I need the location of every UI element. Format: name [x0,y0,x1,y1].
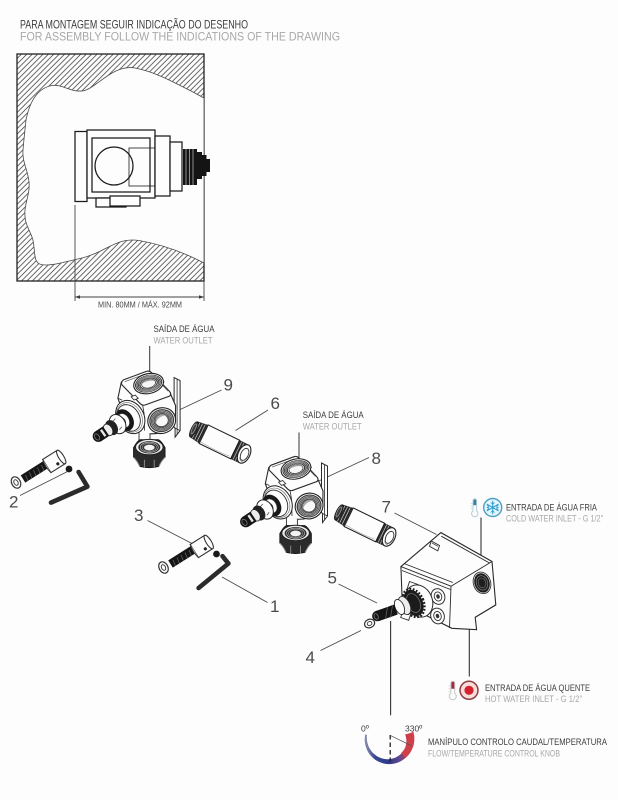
svg-text:WATER OUTLET: WATER OUTLET [303,422,362,432]
svg-text:3: 3 [134,506,143,525]
svg-text:330º: 330º [405,724,422,734]
svg-text:ENTRADA DE ÁGUA FRIA: ENTRADA DE ÁGUA FRIA [506,503,597,513]
svg-text:HOT WATER INLET - G 1/2”: HOT WATER INLET - G 1/2” [485,694,582,704]
svg-text:MIN. 80MM / MÁX. 92MM: MIN. 80MM / MÁX. 92MM [98,300,182,310]
svg-text:SAÍDA DE ÁGUA: SAÍDA DE ÁGUA [154,324,215,334]
svg-text:1: 1 [270,597,279,616]
svg-text:6: 6 [271,394,280,413]
svg-text:MANÍPULO CONTROLO CAUDAL/TEMPE: MANÍPULO CONTROLO CAUDAL/TEMPERATURA [428,737,607,747]
svg-text:PARA MONTAGEM SEGUIR INDICAÇÃO: PARA MONTAGEM SEGUIR INDICAÇÃO DO DESENH… [20,18,248,32]
svg-text:ENTRADA DE ÁGUA QUENTE: ENTRADA DE ÁGUA QUENTE [485,683,590,693]
svg-text:SAÍDA DE ÁGUA: SAÍDA DE ÁGUA [303,410,364,420]
svg-text:0º: 0º [361,724,369,734]
svg-text:9: 9 [224,376,233,395]
svg-text:FLOW/TEMPERATURE CONTROL KNOB: FLOW/TEMPERATURE CONTROL KNOB [428,749,560,759]
svg-text:WATER OUTLET: WATER OUTLET [154,336,213,346]
svg-text:2: 2 [9,493,18,512]
svg-text:8: 8 [372,449,381,468]
svg-text:COLD WATER INLET - G 1/2”: COLD WATER INLET - G 1/2” [506,514,603,524]
svg-text:7: 7 [382,498,391,517]
svg-text:FOR ASSEMBLY FOLLOW THE INDICA: FOR ASSEMBLY FOLLOW THE INDICATIONS OF T… [20,30,340,44]
svg-text:4: 4 [306,648,315,667]
svg-text:5: 5 [328,569,337,588]
